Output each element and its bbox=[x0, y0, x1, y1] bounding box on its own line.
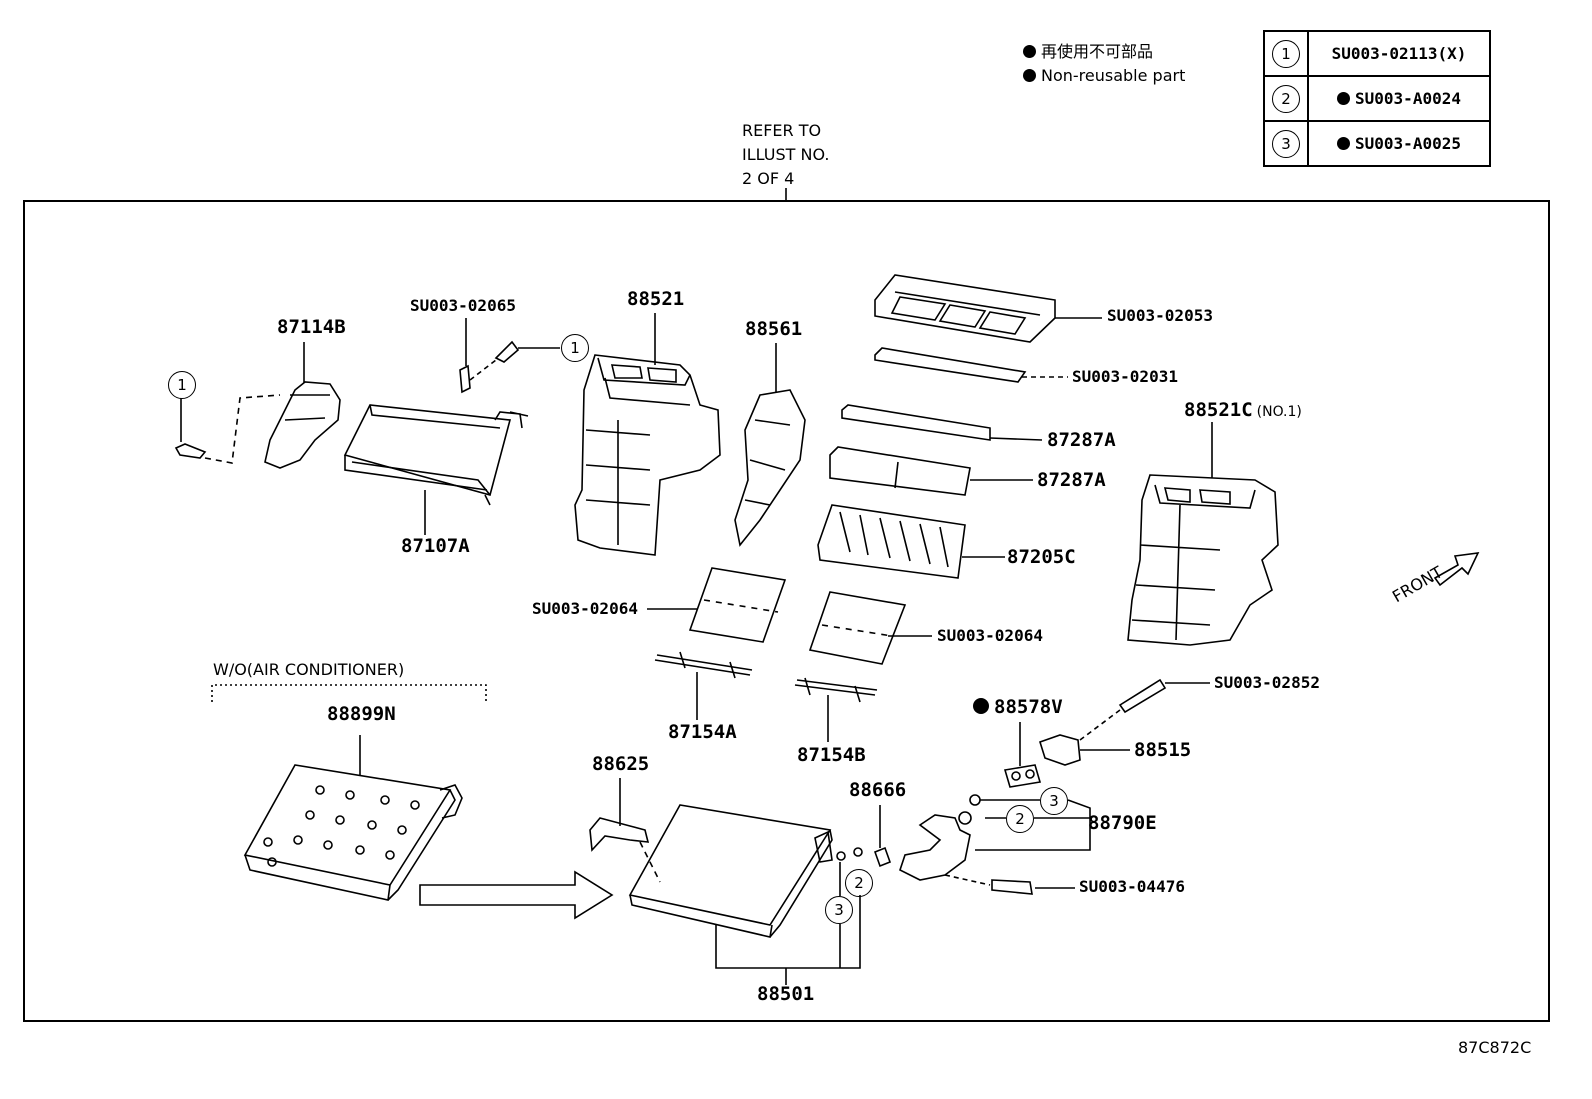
part-label-88578V[interactable]: 88578V bbox=[973, 698, 1063, 717]
part-label-88561[interactable]: 88561 bbox=[745, 318, 803, 340]
thermistor-88625 bbox=[589, 817, 650, 852]
part-label-87154A[interactable]: 87154A bbox=[668, 721, 737, 743]
filled-dot-icon bbox=[1337, 137, 1351, 150]
block-87205C bbox=[817, 504, 966, 579]
part-label-SU003-02065[interactable]: SU003-02065 bbox=[410, 296, 516, 315]
bolt-SU003-04476 bbox=[991, 879, 1033, 895]
strip-SU003-02031 bbox=[874, 347, 1027, 383]
part-label-88790E[interactable]: 88790E bbox=[1088, 812, 1157, 834]
legend-row: 2 SU003-A0024 bbox=[1263, 75, 1491, 122]
part-label-87114B[interactable]: 87114B bbox=[277, 316, 346, 338]
filled-dot-icon bbox=[973, 698, 989, 714]
part-note: (NO.1) bbox=[1256, 404, 1302, 420]
variant-bracket bbox=[211, 684, 487, 702]
callout-circle-icon: 2 bbox=[1272, 84, 1300, 113]
part-label-87287A[interactable]: 87287A bbox=[1047, 429, 1116, 451]
part-label-SU003-02031[interactable]: SU003-02031 bbox=[1072, 367, 1178, 386]
part-label-87154B[interactable]: 87154B bbox=[797, 744, 866, 766]
callout-circle-icon: 3 bbox=[825, 896, 853, 924]
illustration-id: 87C872C bbox=[1458, 1038, 1532, 1057]
callout-circle-icon: 1 bbox=[168, 371, 196, 399]
part-label-88521[interactable]: 88521 bbox=[627, 288, 685, 310]
screw bbox=[174, 443, 207, 459]
callout-circle-icon: 1 bbox=[1272, 39, 1300, 68]
callout-circle-icon: 2 bbox=[1006, 805, 1034, 833]
part-label-SU003-02064[interactable]: SU003-02064 bbox=[532, 599, 638, 618]
reference-note: REFER TO ILLUST NO. 2 OF 4 bbox=[742, 119, 829, 191]
bracket-87114B bbox=[264, 381, 341, 469]
part-label-88666[interactable]: 88666 bbox=[849, 779, 907, 801]
non-reusable-notice: 再使用不可部品 Non-reusable part bbox=[1023, 40, 1185, 88]
filled-dot-icon bbox=[1023, 45, 1036, 58]
legend-code[interactable]: SU003-02113(X) bbox=[1307, 30, 1491, 77]
callout-circle-icon: 3 bbox=[1272, 129, 1300, 158]
bolt-SU003-02852 bbox=[1118, 678, 1167, 714]
sheet-SU003-02064 bbox=[688, 567, 787, 643]
part-label-87287A[interactable]: 87287A bbox=[1037, 469, 1106, 491]
variant-label: W/O(AIR CONDITIONER) bbox=[213, 660, 405, 679]
part-label-88521C[interactable]: 88521C(NO.1) bbox=[1184, 399, 1302, 421]
part-label-SU003-02064[interactable]: SU003-02064 bbox=[937, 626, 1043, 645]
reference-line: REFER TO bbox=[742, 121, 822, 140]
part-label-87107A[interactable]: 87107A bbox=[401, 535, 470, 557]
valve-88666 bbox=[873, 846, 892, 868]
case-half-88561 bbox=[734, 389, 806, 547]
front-arrow-icon bbox=[1433, 552, 1480, 587]
case-88521C bbox=[1127, 474, 1279, 646]
pipe-88790E bbox=[899, 814, 971, 881]
filter-frame-SU003-02053 bbox=[874, 274, 1056, 343]
door-87287A-2 bbox=[829, 446, 971, 496]
case-88521 bbox=[574, 354, 721, 556]
part-label-88501[interactable]: 88501 bbox=[757, 983, 815, 1005]
block-88515 bbox=[1039, 734, 1081, 766]
legend-row: 1 SU003-02113(X) bbox=[1263, 30, 1491, 77]
heater-core-87107A bbox=[343, 404, 512, 496]
sheet-SU003-02064-2 bbox=[808, 591, 907, 665]
callout-circle-icon: 2 bbox=[845, 869, 873, 897]
shaft-87154A bbox=[654, 651, 753, 679]
legend-code: SU003-A0025 bbox=[1355, 134, 1461, 153]
legend-row: 3 SU003-A0025 bbox=[1263, 120, 1491, 167]
grommet-88578V bbox=[1003, 764, 1042, 788]
part-label-87205C[interactable]: 87205C bbox=[1007, 546, 1076, 568]
part-label-SU003-02053[interactable]: SU003-02053 bbox=[1107, 306, 1213, 325]
notice-jp: 再使用不可部品 bbox=[1041, 42, 1154, 61]
legend-code: SU003-A0024 bbox=[1355, 89, 1461, 108]
part-label-88899N[interactable]: 88899N bbox=[327, 703, 396, 725]
o-ring bbox=[958, 811, 972, 825]
filled-dot-icon bbox=[1023, 69, 1036, 82]
part-label-88515[interactable]: 88515 bbox=[1134, 739, 1192, 761]
shaft-87154B bbox=[794, 677, 878, 703]
heater-plate-88899N bbox=[243, 764, 452, 886]
reference-line: 2 OF 4 bbox=[742, 169, 795, 188]
o-ring bbox=[969, 794, 981, 806]
filled-dot-icon bbox=[1337, 92, 1351, 105]
part-label-SU003-02852[interactable]: SU003-02852 bbox=[1214, 673, 1320, 692]
part-label-88625[interactable]: 88625 bbox=[592, 753, 650, 775]
door-87287A bbox=[841, 404, 991, 441]
reference-line: ILLUST NO. bbox=[742, 145, 830, 164]
replacement-arrow-icon bbox=[419, 870, 614, 920]
evaporator-88501 bbox=[628, 804, 832, 926]
legend-table: 1 SU003-02113(X) 2 SU003-A0024 3 SU003-A… bbox=[1263, 30, 1491, 167]
part-label-SU003-04476[interactable]: SU003-04476 bbox=[1079, 877, 1185, 896]
notice-en: Non-reusable part bbox=[1041, 66, 1186, 85]
callout-circle-icon: 3 bbox=[1040, 787, 1068, 815]
callout-circle-icon: 1 bbox=[561, 334, 589, 362]
